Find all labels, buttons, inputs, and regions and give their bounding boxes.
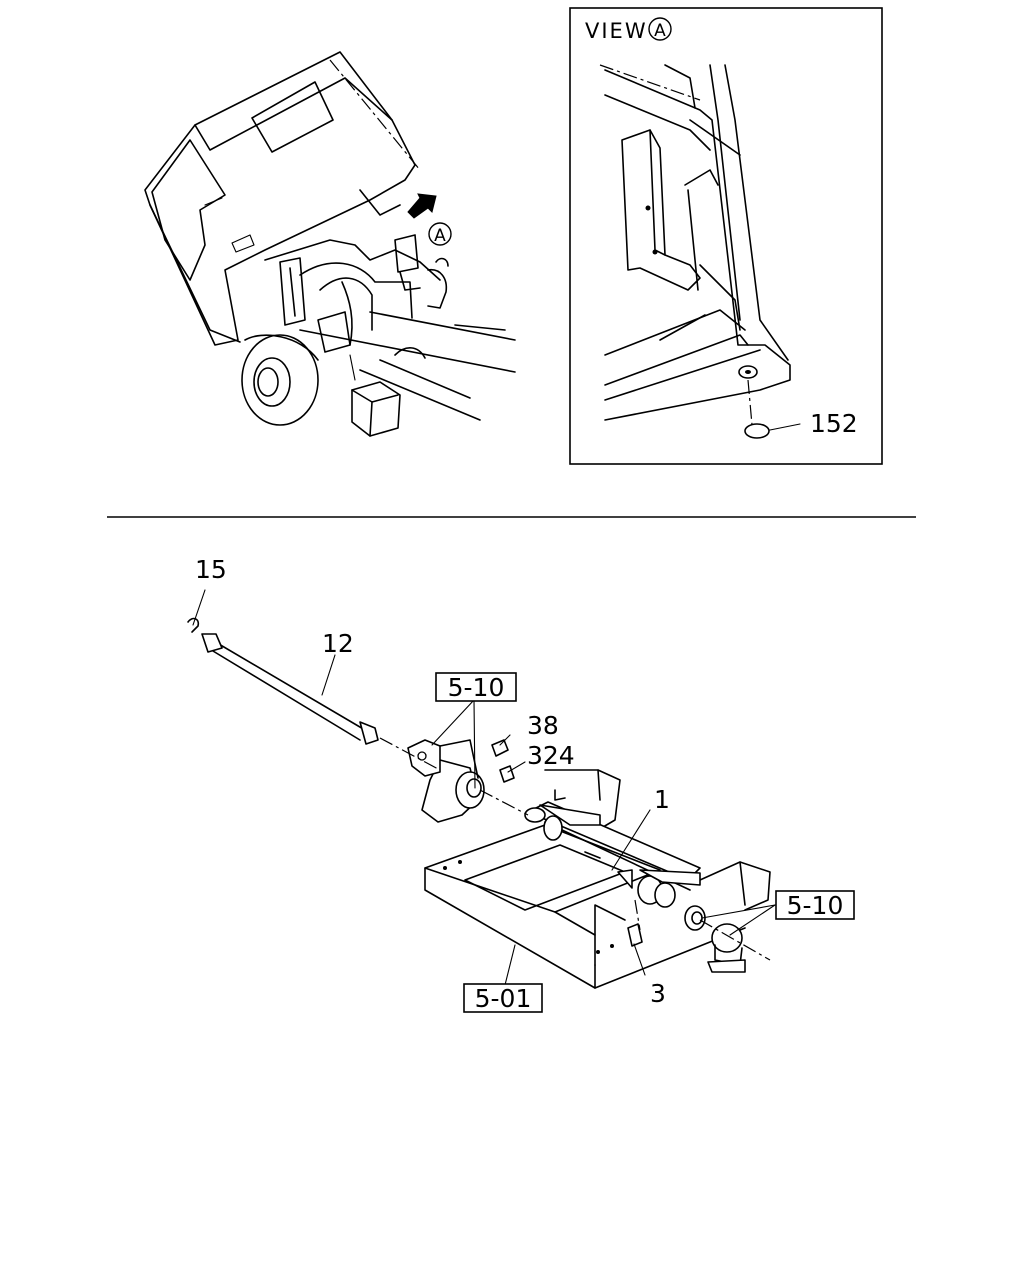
part-label-1: 1	[654, 785, 670, 814]
reference-label-frame: 5-01	[475, 984, 532, 1013]
control-rod-12	[201, 633, 379, 745]
reference-box-upper: 5-10	[435, 672, 517, 702]
leader-lines	[192, 589, 776, 986]
reference-box-frame: 5-01	[463, 983, 543, 1013]
view-panel-letter: A	[654, 21, 666, 41]
reference-box-right: 5-10	[775, 890, 855, 920]
frame-crossmember	[424, 769, 771, 989]
part-label-324: 324	[527, 741, 575, 770]
view-a-callout-letter: A	[434, 226, 446, 246]
view-a-callout: A	[428, 222, 452, 246]
view-direction-arrow-icon	[407, 193, 437, 219]
reference-label-upper: 5-10	[448, 673, 505, 702]
part-label-38: 38	[527, 711, 559, 740]
reference-label-right: 5-10	[787, 891, 844, 920]
part-label-3: 3	[650, 979, 666, 1008]
view-panel-letter-callout: A	[648, 17, 672, 41]
nut-and-bolt	[491, 739, 515, 783]
view-a-detail-drawing	[599, 64, 801, 439]
part-label-12: 12	[322, 629, 354, 658]
part-label-15: 15	[195, 555, 227, 584]
clip-15-drawing	[187, 617, 200, 633]
assembly-center-lines	[379, 737, 771, 961]
view-panel-title: VIEW	[585, 19, 648, 43]
part-label-152: 152	[810, 409, 858, 438]
bolt-3-drawing	[627, 923, 643, 947]
shaft-assembly-1	[524, 789, 701, 908]
cab-overview-drawing	[144, 51, 516, 437]
mount-bracket-upper	[407, 739, 485, 823]
